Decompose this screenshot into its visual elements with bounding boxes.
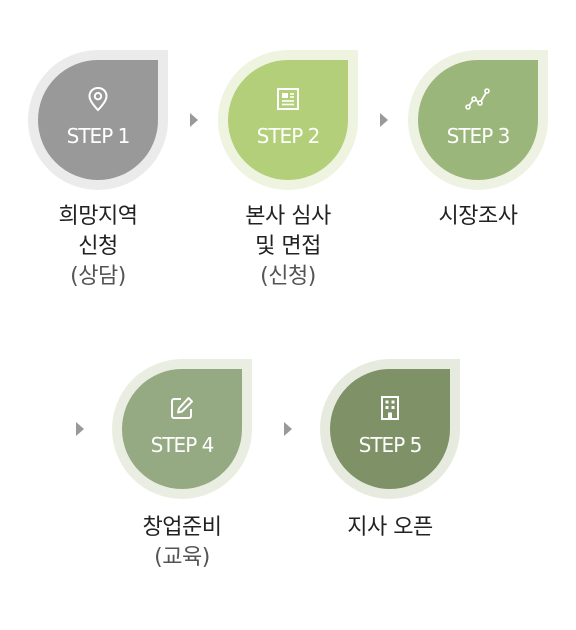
step-1-caption-line-1: 희망지역 xyxy=(58,204,138,229)
document-icon xyxy=(277,88,299,110)
step-1-caption-line-2: 신청 xyxy=(78,234,118,259)
step-3-label: STEP 3 xyxy=(446,124,511,148)
step-5-badge-inner xyxy=(330,369,450,489)
step-3-caption-line-1: 시장조사 xyxy=(438,204,518,229)
step-2-caption-line-2: 및 면접 xyxy=(255,234,321,259)
step-1-badge-inner xyxy=(38,60,158,180)
step-3-badge: STEP 3 xyxy=(408,50,548,190)
step-3-caption: 시장조사 xyxy=(388,202,568,232)
location-pin-icon xyxy=(88,86,108,112)
step-2-caption: 본사 심사 및 면접 (신청) xyxy=(198,202,378,292)
step-1-caption-line-3: (상담) xyxy=(70,264,126,289)
arrow-right-icon xyxy=(76,422,84,436)
step-2-caption-line-1: 본사 심사 xyxy=(245,204,331,229)
arrow-right-icon xyxy=(380,113,388,127)
step-5-label: STEP 5 xyxy=(358,433,423,457)
step-5-caption: 지사 오픈 xyxy=(300,513,480,543)
step-5-caption-line-1: 지사 오픈 xyxy=(347,515,433,540)
step-3-badge-inner xyxy=(418,60,538,180)
step-5-badge: STEP 5 xyxy=(320,359,460,499)
step-2-badge: STEP 2 xyxy=(218,50,358,190)
step-4-caption: 창업준비 (교육) xyxy=(92,513,272,573)
building-icon xyxy=(381,396,399,420)
edit-icon xyxy=(171,397,193,419)
arrow-right-icon xyxy=(190,113,198,127)
step-4-label: STEP 4 xyxy=(150,433,215,457)
chart-line-icon xyxy=(465,88,490,110)
step-4-caption-line-1: 창업준비 xyxy=(142,515,222,540)
step-1-caption: 희망지역 신청 (상담) xyxy=(8,202,188,292)
arrow-right-icon xyxy=(284,422,292,436)
step-4-badge: STEP 4 xyxy=(112,359,252,499)
step-4-caption-line-2: (교육) xyxy=(154,545,210,570)
step-2-caption-line-3: (신청) xyxy=(260,264,316,289)
step-1-badge: STEP 1 xyxy=(28,50,168,190)
step-2-label: STEP 2 xyxy=(256,124,321,148)
step-4-badge-inner xyxy=(122,369,242,489)
step-2-badge-inner xyxy=(228,60,348,180)
step-1-label: STEP 1 xyxy=(66,124,131,148)
